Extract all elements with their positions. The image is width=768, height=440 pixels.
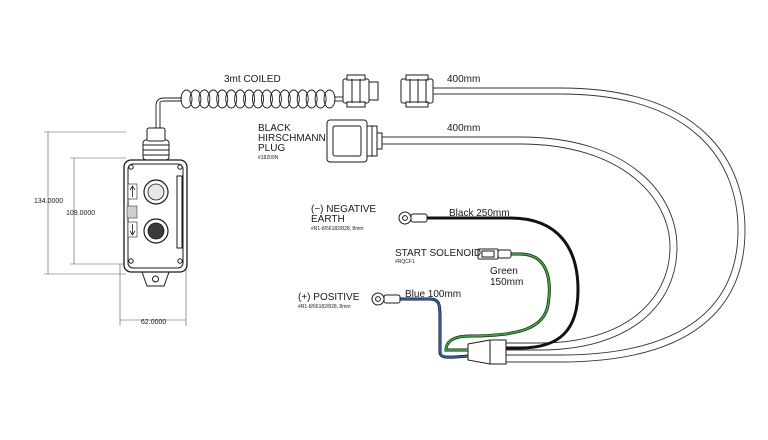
negative-label-line2: EARTH (311, 214, 345, 225)
solenoid-spade-connector (477, 248, 512, 260)
coil-loop (305, 89, 318, 109)
deutsch-plug-left (342, 74, 379, 108)
coil-loop (234, 89, 247, 109)
coiled-label: 3mt COILED (224, 74, 281, 85)
coil-loop (198, 89, 211, 109)
label-panel (126, 205, 138, 219)
junction-sleeve (467, 339, 507, 365)
up-arrow-icon (127, 183, 138, 200)
coil-loop (225, 89, 238, 109)
coil-loop (260, 89, 273, 109)
solenoid-label: START SOLENOID (395, 248, 481, 259)
coil-loop (243, 89, 256, 109)
coiled-cable (155, 89, 344, 129)
coil-loop (278, 89, 291, 109)
dim-width: 62.0000 (141, 319, 166, 326)
start-button (143, 179, 169, 205)
coil-loop (287, 89, 300, 109)
hirschmann-plug (326, 119, 383, 163)
deutsch-plug-right (400, 74, 434, 108)
down-arrow-icon (127, 221, 138, 238)
dim-height-inner: 109.0000 (66, 210, 95, 217)
cable-outer (433, 87, 746, 363)
green-wire-label-line2: 150mm (490, 277, 523, 288)
cable-middle (382, 136, 678, 351)
positive-part-number: #R1-8/56182/828, 8mm (298, 304, 351, 310)
coil-loop (180, 89, 193, 109)
blue-wire-label: Blue 100mm (405, 289, 461, 300)
length-label-top: 400mm (447, 74, 480, 85)
plug-label-line3: PLUG (258, 143, 285, 154)
dimension-lines (44, 131, 187, 326)
coil-loop (216, 89, 229, 109)
blue-wire (384, 297, 469, 359)
black-wire-label: Black 250mm (449, 208, 510, 219)
coil-loop (296, 89, 309, 109)
stop-button (143, 218, 169, 244)
coil-loop (314, 89, 327, 109)
coil-loop (252, 89, 264, 109)
green-wire-label-line1: Green (490, 266, 518, 277)
coil-loop (323, 89, 336, 109)
plug-label-line2: HIRSCHMANN (258, 133, 326, 144)
plug-part-number: #18209N (258, 155, 279, 161)
negative-part-number: #R1-8/56182/828, 8mm (311, 226, 364, 232)
coil-loop (189, 89, 202, 109)
black-wire (412, 216, 580, 350)
control-box (123, 127, 188, 287)
plug-label-line1: BLACK (258, 123, 291, 134)
negative-label-line1: (−) NEGATIVE (311, 204, 376, 215)
length-label-middle: 400mm (447, 123, 480, 134)
positive-ring-terminal (371, 292, 401, 306)
positive-label: (+) POSITIVE (298, 292, 360, 303)
green-wire (444, 252, 551, 352)
solenoid-part-number: #RQCF1 (395, 259, 415, 265)
dim-height-outer: 134.0000 (34, 198, 63, 205)
coil-loop (269, 89, 282, 109)
negative-ring-terminal (398, 211, 428, 225)
coil-loop (207, 89, 220, 109)
